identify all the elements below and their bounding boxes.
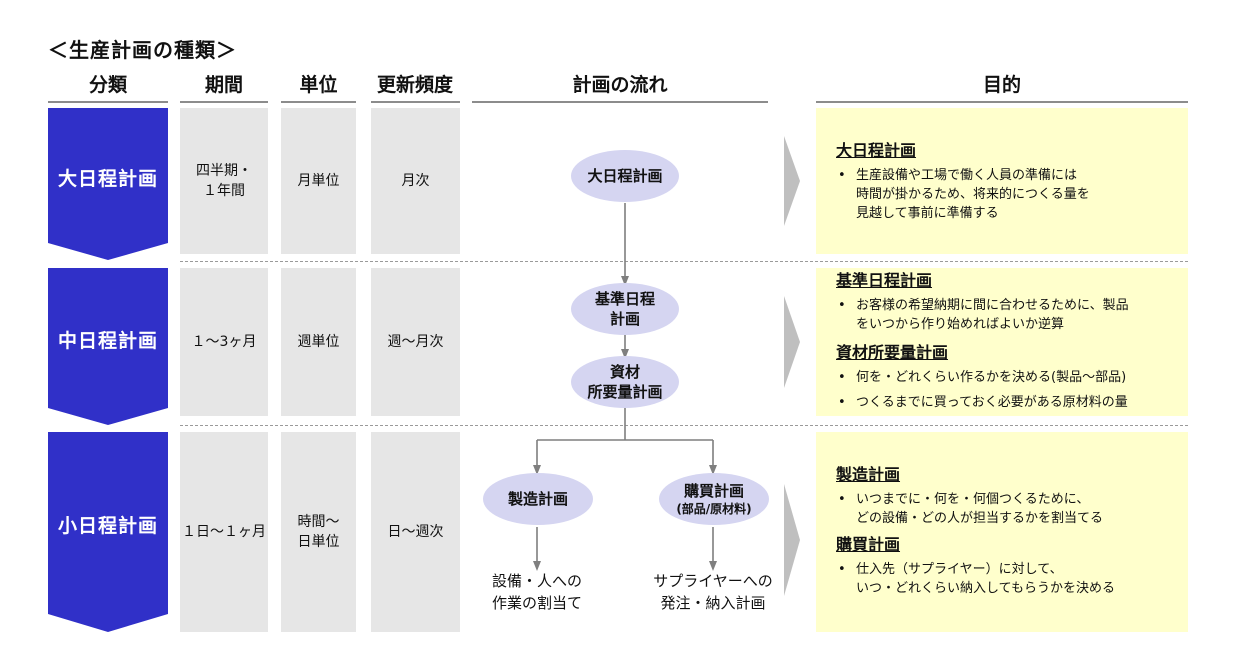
page-title: ＜生産計画の種類＞	[48, 38, 237, 62]
purpose-bullet: 生産設備や工場で働く人員の準備には 時間が掛かるため、将来的につくる量を 見越し…	[836, 166, 1174, 223]
manufacturing-output-text: 設備・人への 作業の割当て	[491, 572, 582, 612]
header-underline	[816, 101, 1188, 103]
purpose-heading: 資材所要量計画	[836, 343, 949, 362]
flow-node-label: 資材 所要量計画	[587, 363, 663, 401]
flow-node-sublabel: (部品/原材料)	[676, 502, 752, 516]
purpose-block: 基準日程計画 お客様の希望納期に間に合わせるために、製品 をいつから作り始めれば…	[836, 270, 1174, 334]
transition-chevron-long	[784, 136, 800, 226]
purpose-heading: 製造計画	[836, 465, 901, 484]
purpose-block: 購買計画 仕入先（サプライヤー）に対して、 いつ・どれくらい納入してもらうかを決…	[836, 534, 1174, 598]
header-unit: 単位	[299, 74, 338, 96]
purchasing-output-text: サプライヤーへの 発注・納入計画	[653, 572, 773, 612]
frequency-cell-mid: 週～月次	[371, 268, 460, 416]
header-underline	[371, 101, 460, 103]
purpose-bullet-text: 仕入先（サプライヤー）に対して、 いつ・どれくらい納入してもらうかを決める	[856, 562, 1115, 596]
category-label-mid: 中日程計画	[57, 330, 158, 352]
flow-node-label: 購買計画	[683, 482, 744, 500]
purpose-block: 製造計画 いつまでに・何を・何個つくるために、 どの設備・どの人が担当するかを割…	[836, 464, 1174, 528]
purpose-heading: 大日程計画	[836, 141, 917, 160]
purpose-bullet-text: 何を・どれくらい作るかを決める(製品～部品)	[856, 370, 1127, 385]
purpose-bullet: お客様の希望納期に間に合わせるために、製品 をいつから作り始めればよいか逆算	[836, 296, 1174, 334]
unit-cell-long: 月単位	[281, 108, 356, 254]
transition-chevron-mid	[784, 296, 800, 388]
category-label-long: 大日程計画	[57, 167, 158, 190]
flow-node-purchasing: 購買計画 (部品/原材料)	[659, 473, 769, 525]
header-flow: 計画の流れ	[572, 74, 668, 96]
header-category: 分類	[88, 74, 127, 96]
category-chevron-short	[48, 432, 168, 632]
purpose-box-mid: 基準日程計画 お客様の希望納期に間に合わせるために、製品 をいつから作り始めれば…	[816, 268, 1188, 416]
category-chevron-mid	[48, 268, 168, 425]
category-chevron-long	[48, 108, 168, 260]
purpose-bullet: 何を・どれくらい作るかを決める(製品～部品)	[836, 368, 1174, 387]
flow-node-base-plan: 基準日程 計画	[571, 283, 679, 335]
purpose-bullet: 仕入先（サプライヤー）に対して、 いつ・どれくらい納入してもらうかを決める	[836, 560, 1174, 598]
period-cell-mid: １～3ヶ月	[180, 268, 268, 416]
frequency-cell-short: 日～週次	[371, 432, 460, 632]
unit-cell-mid: 週単位	[281, 268, 356, 416]
header-underline	[180, 101, 268, 103]
transition-chevron-short	[784, 484, 800, 596]
purpose-heading: 購買計画	[836, 535, 901, 554]
header-underline	[281, 101, 356, 103]
header-frequency: 更新頻度	[376, 74, 453, 96]
header-period: 期間	[204, 74, 243, 96]
period-cell-long: 四半期・ １年間	[180, 108, 268, 254]
flow-node-label: 大日程計画	[587, 167, 663, 185]
flow-node-label: 基準日程 計画	[594, 290, 655, 328]
header-purpose: 目的	[982, 74, 1021, 96]
purpose-block: 大日程計画 生産設備や工場で働く人員の準備には 時間が掛かるため、将来的につくる…	[836, 140, 1174, 223]
purpose-box-short: 製造計画 いつまでに・何を・何個つくるために、 どの設備・どの人が担当するかを割…	[816, 432, 1188, 632]
purpose-bullet-text: いつまでに・何を・何個つくるために、 どの設備・どの人が担当するかを割当てる	[856, 492, 1104, 526]
purpose-bullet-text: 生産設備や工場で働く人員の準備には 時間が掛かるため、将来的につくる量を 見越し…	[856, 168, 1090, 221]
purpose-bullet: いつまでに・何を・何個つくるために、 どの設備・どの人が担当するかを割当てる	[836, 490, 1174, 528]
unit-cell-short: 時間～ 日単位	[281, 432, 356, 632]
purpose-bullet-text: つくるまでに買っておく必要がある原材料の量	[856, 395, 1128, 410]
purpose-block: 資材所要量計画 何を・どれくらい作るかを決める(製品～部品) つくるまでに買って…	[836, 342, 1174, 412]
row-separator	[180, 425, 1188, 426]
frequency-cell-long: 月次	[371, 108, 460, 254]
flow-node-long-plan: 大日程計画	[571, 150, 679, 202]
flow-node-mrp: 資材 所要量計画	[571, 356, 679, 408]
flow-node-label: 製造計画	[507, 490, 568, 508]
purpose-bullet-text: お客様の希望納期に間に合わせるために、製品 をいつから作り始めればよいか逆算	[856, 298, 1129, 332]
row-separator	[180, 261, 1188, 262]
header-underline	[48, 101, 168, 103]
flow-node-manufacturing: 製造計画	[483, 473, 593, 525]
purpose-box-long: 大日程計画 生産設備や工場で働く人員の準備には 時間が掛かるため、将来的につくる…	[816, 108, 1188, 254]
period-cell-short: １日～１ヶ月	[180, 432, 268, 632]
header-underline	[472, 101, 768, 103]
category-label-short: 小日程計画	[57, 515, 158, 537]
purpose-bullet: つくるまでに買っておく必要がある原材料の量	[836, 393, 1174, 412]
category-chevrons	[48, 108, 168, 632]
purpose-heading: 基準日程計画	[836, 271, 933, 290]
